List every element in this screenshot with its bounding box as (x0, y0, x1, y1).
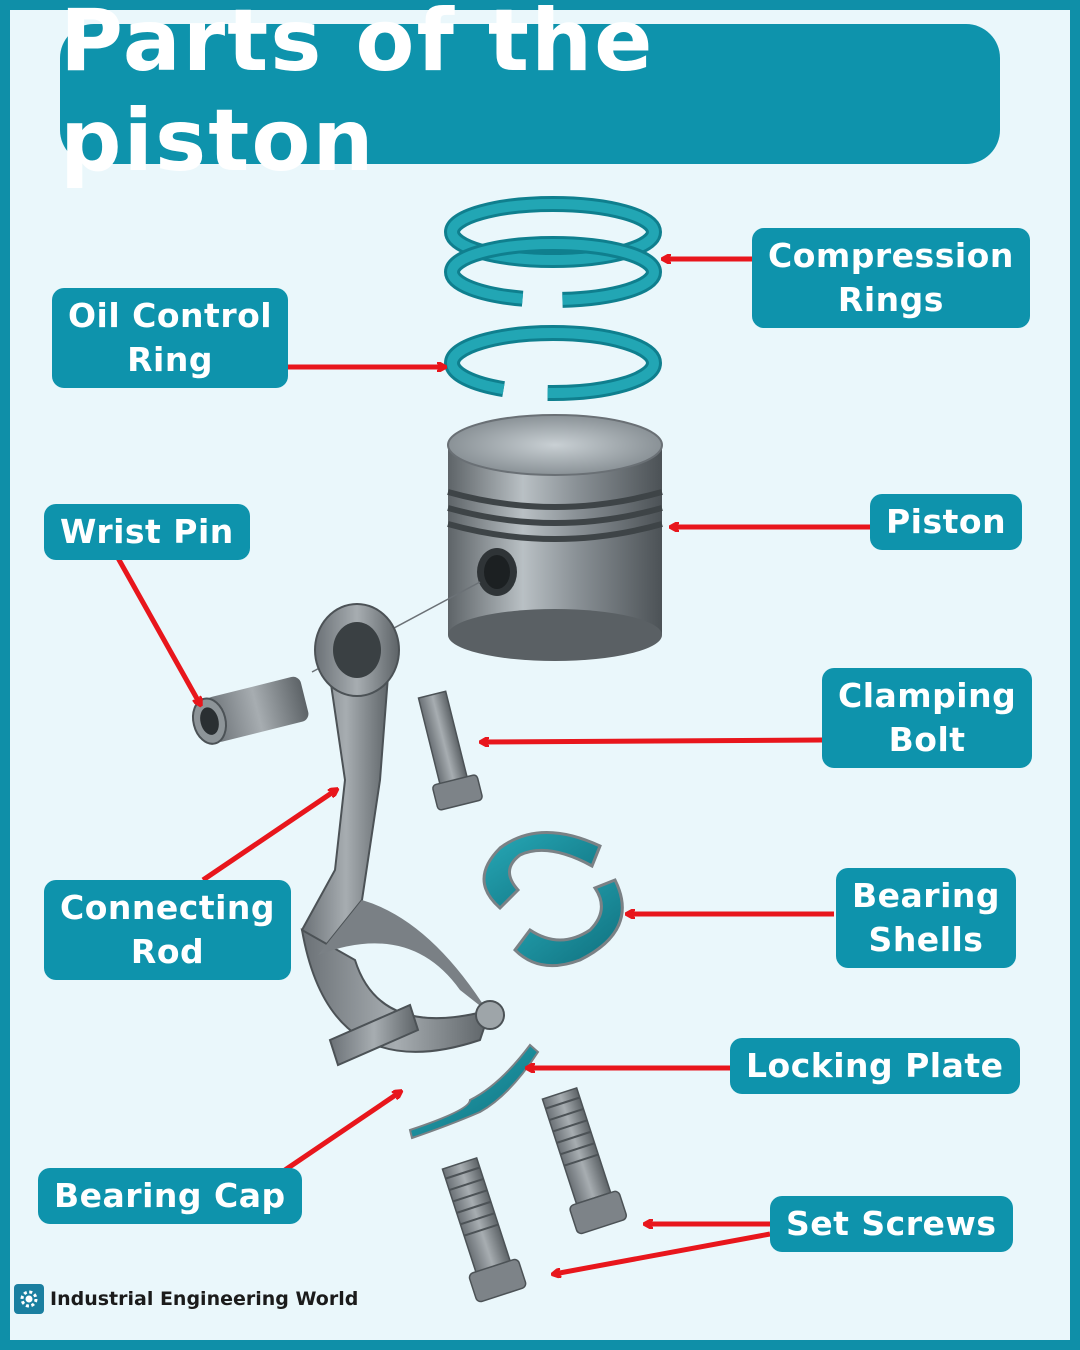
bearing-shells (482, 831, 624, 968)
page-title: Parts of the piston (60, 0, 655, 191)
label-set-screws: Set Screws (770, 1196, 1013, 1252)
footer-brand-text: Industrial Engineering World (50, 1288, 359, 1310)
label-bearing-shells: Bearing Shells (836, 868, 1017, 968)
piston-body (447, 414, 663, 661)
arrow-bearing-cap (283, 1092, 400, 1173)
title-banner: Parts of the piston (60, 0, 1000, 191)
set-screw-upper (541, 1087, 627, 1235)
compression-rings (444, 196, 662, 308)
arrow-connecting-rod (201, 790, 336, 883)
set-screw-lower (441, 1157, 527, 1303)
arrow-wrist-pin (115, 556, 200, 704)
clamping-bolt (417, 690, 483, 811)
wrist-pin (191, 676, 309, 745)
label-oil-control-ring: Oil Control Ring (52, 288, 289, 388)
label-piston: Piston (870, 494, 1023, 550)
callout-arrows (115, 259, 872, 1274)
label-connecting-rod: Connecting Rod (44, 880, 292, 980)
label-bearing-cap: Bearing Cap (38, 1168, 302, 1224)
footer-brand: Industrial Engineering World (14, 1284, 358, 1314)
arrow-clamping-bolt (482, 740, 823, 742)
label-compression-rings: Compression Rings (752, 228, 1030, 328)
label-locking-plate: Locking Plate (730, 1038, 1020, 1094)
label-wrist-pin: Wrist Pin (44, 504, 250, 560)
arrow-set-screw-lower (554, 1231, 771, 1274)
connecting-rod (300, 603, 505, 1067)
oil-control-ring (444, 325, 662, 401)
label-clamping-bolt: Clamping Bolt (822, 668, 1033, 768)
locking-plate (408, 1043, 540, 1140)
gear-icon (14, 1284, 44, 1314)
